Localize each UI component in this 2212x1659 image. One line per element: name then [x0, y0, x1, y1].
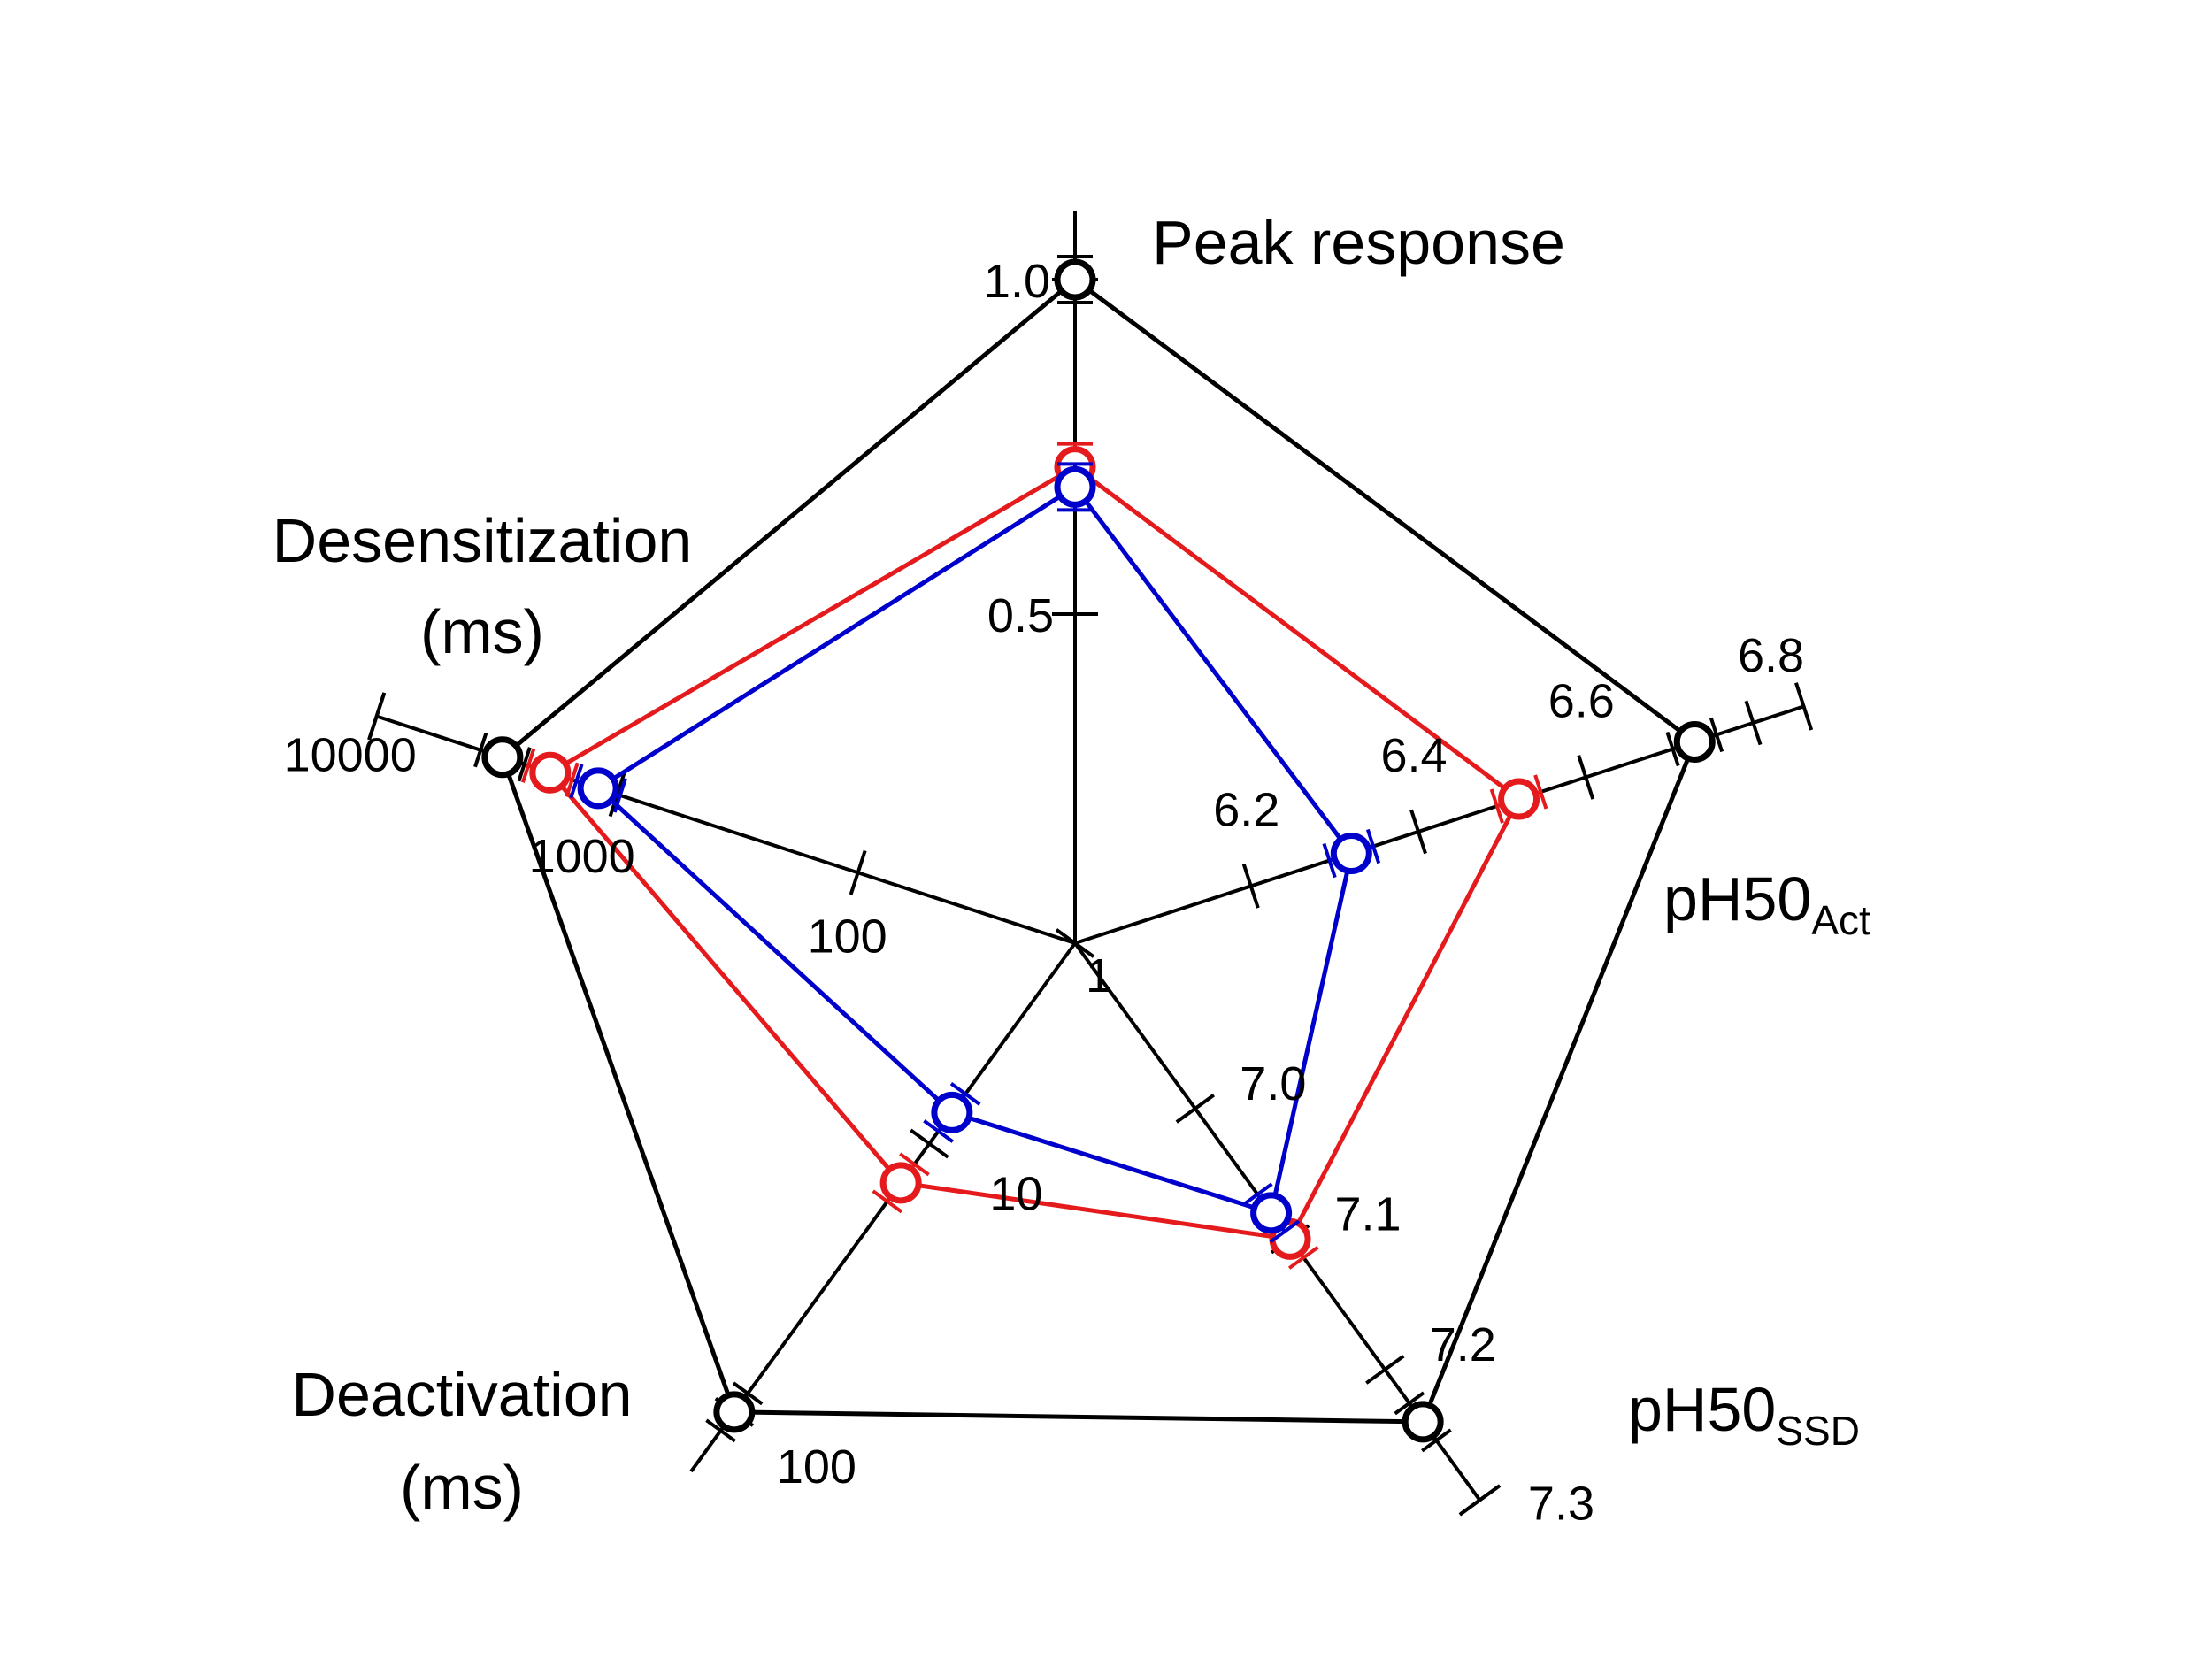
axis-line-deact — [689, 941, 1077, 1473]
data-point-2-peak — [1054, 465, 1096, 508]
axis-tick-desens — [367, 694, 386, 739]
tick-label-peak: 1.0 — [984, 255, 1050, 308]
axis-tick-ph50ssd — [1175, 1093, 1216, 1124]
tick-label-ph50act: 6.2 — [1213, 783, 1279, 836]
axis-label-ph50ssd-main: pH50 — [1628, 1375, 1776, 1444]
error-bar-cap-1-desens — [565, 762, 580, 797]
tick-label-desens: 1000 — [529, 830, 635, 883]
data-point-0-desens — [481, 736, 524, 779]
error-bar-cap-2-deact — [923, 1119, 954, 1143]
data-point-2-ph50ssd — [1250, 1192, 1293, 1234]
series-line-2 — [595, 484, 1354, 1217]
error-bar-cap-2-deact — [949, 1082, 981, 1106]
data-point-2-ph50act — [1330, 833, 1372, 875]
axis-tick-ph50act — [1409, 809, 1427, 855]
data-point-0-deact — [713, 1391, 756, 1433]
data-point-0-ph50ssd — [1402, 1401, 1444, 1443]
error-bar-cap-1-ph50act — [1489, 788, 1504, 824]
axis-tick-ph50act — [1577, 755, 1595, 800]
axis-tick-ph50act — [1241, 864, 1260, 909]
axis-label-ph50ssd: pH50SSD — [1628, 1375, 1860, 1454]
axis-label-ph50act: pH50Act — [1663, 864, 1870, 943]
tick-label-ph50act: 6.6 — [1548, 674, 1615, 727]
tick-label-ph50ssd: 7.2 — [1430, 1318, 1496, 1371]
axis-label-ph50ssd-sub: SSD — [1776, 1408, 1860, 1454]
axis-tick-ph50act — [1744, 700, 1763, 746]
tick-label-ph50ssd: 7.1 — [1335, 1187, 1402, 1240]
tick-label-ph50ssd: 7.3 — [1528, 1477, 1594, 1530]
tick-label-deact: 1 — [1086, 949, 1112, 1002]
data-point-2-desens — [577, 767, 619, 810]
tick-label-desens: 10000 — [284, 729, 417, 782]
data-point-0-peak — [1054, 258, 1096, 301]
series-layer — [473, 255, 1724, 1453]
axis-label-peak: Peak response — [1152, 208, 1565, 277]
tick-label-ph50act: 6.4 — [1380, 729, 1447, 782]
axis-tick-deact — [910, 1128, 949, 1159]
axis-tick-ph50ssd — [1365, 1354, 1405, 1385]
tick-label-ph50ssd: 7.0 — [1240, 1057, 1306, 1110]
data-point-0-ph50act — [1673, 720, 1716, 763]
series-line-1 — [546, 464, 1522, 1242]
tick-label-deact: 10 — [989, 1168, 1042, 1221]
axis-label-desens-line1: Desensitization — [273, 506, 693, 575]
axis-label-desens-line2: (ms) — [420, 597, 544, 666]
series-line-0 — [499, 276, 1698, 1425]
tick-label-peak: 0.5 — [987, 589, 1054, 642]
tick-label-deact: 100 — [777, 1440, 856, 1494]
axis-tick-ph50ssd — [1460, 1485, 1500, 1516]
error-bar-cap-2-ph50act — [1365, 828, 1381, 864]
axis-end-cap-ph50act — [1794, 682, 1814, 731]
data-point-1-deact — [879, 1162, 922, 1204]
labels-layer: Peak response pH50Act pH50SSD Deactivati… — [273, 208, 1870, 1530]
tick-label-desens: 100 — [808, 910, 887, 963]
axis-label-ph50act-main: pH50 — [1663, 864, 1811, 933]
axis-label-deact-line1: Deactivation — [291, 1360, 632, 1429]
axis-label-deact-line2: (ms) — [400, 1453, 524, 1522]
tick-label-ph50act: 6.8 — [1738, 629, 1804, 682]
data-point-1-desens — [529, 751, 572, 794]
data-point-1-ph50act — [1498, 778, 1540, 820]
data-point-2-deact — [931, 1091, 973, 1133]
axis-label-ph50act-sub: Act — [1811, 897, 1870, 943]
axis-tick-desens — [849, 849, 867, 895]
